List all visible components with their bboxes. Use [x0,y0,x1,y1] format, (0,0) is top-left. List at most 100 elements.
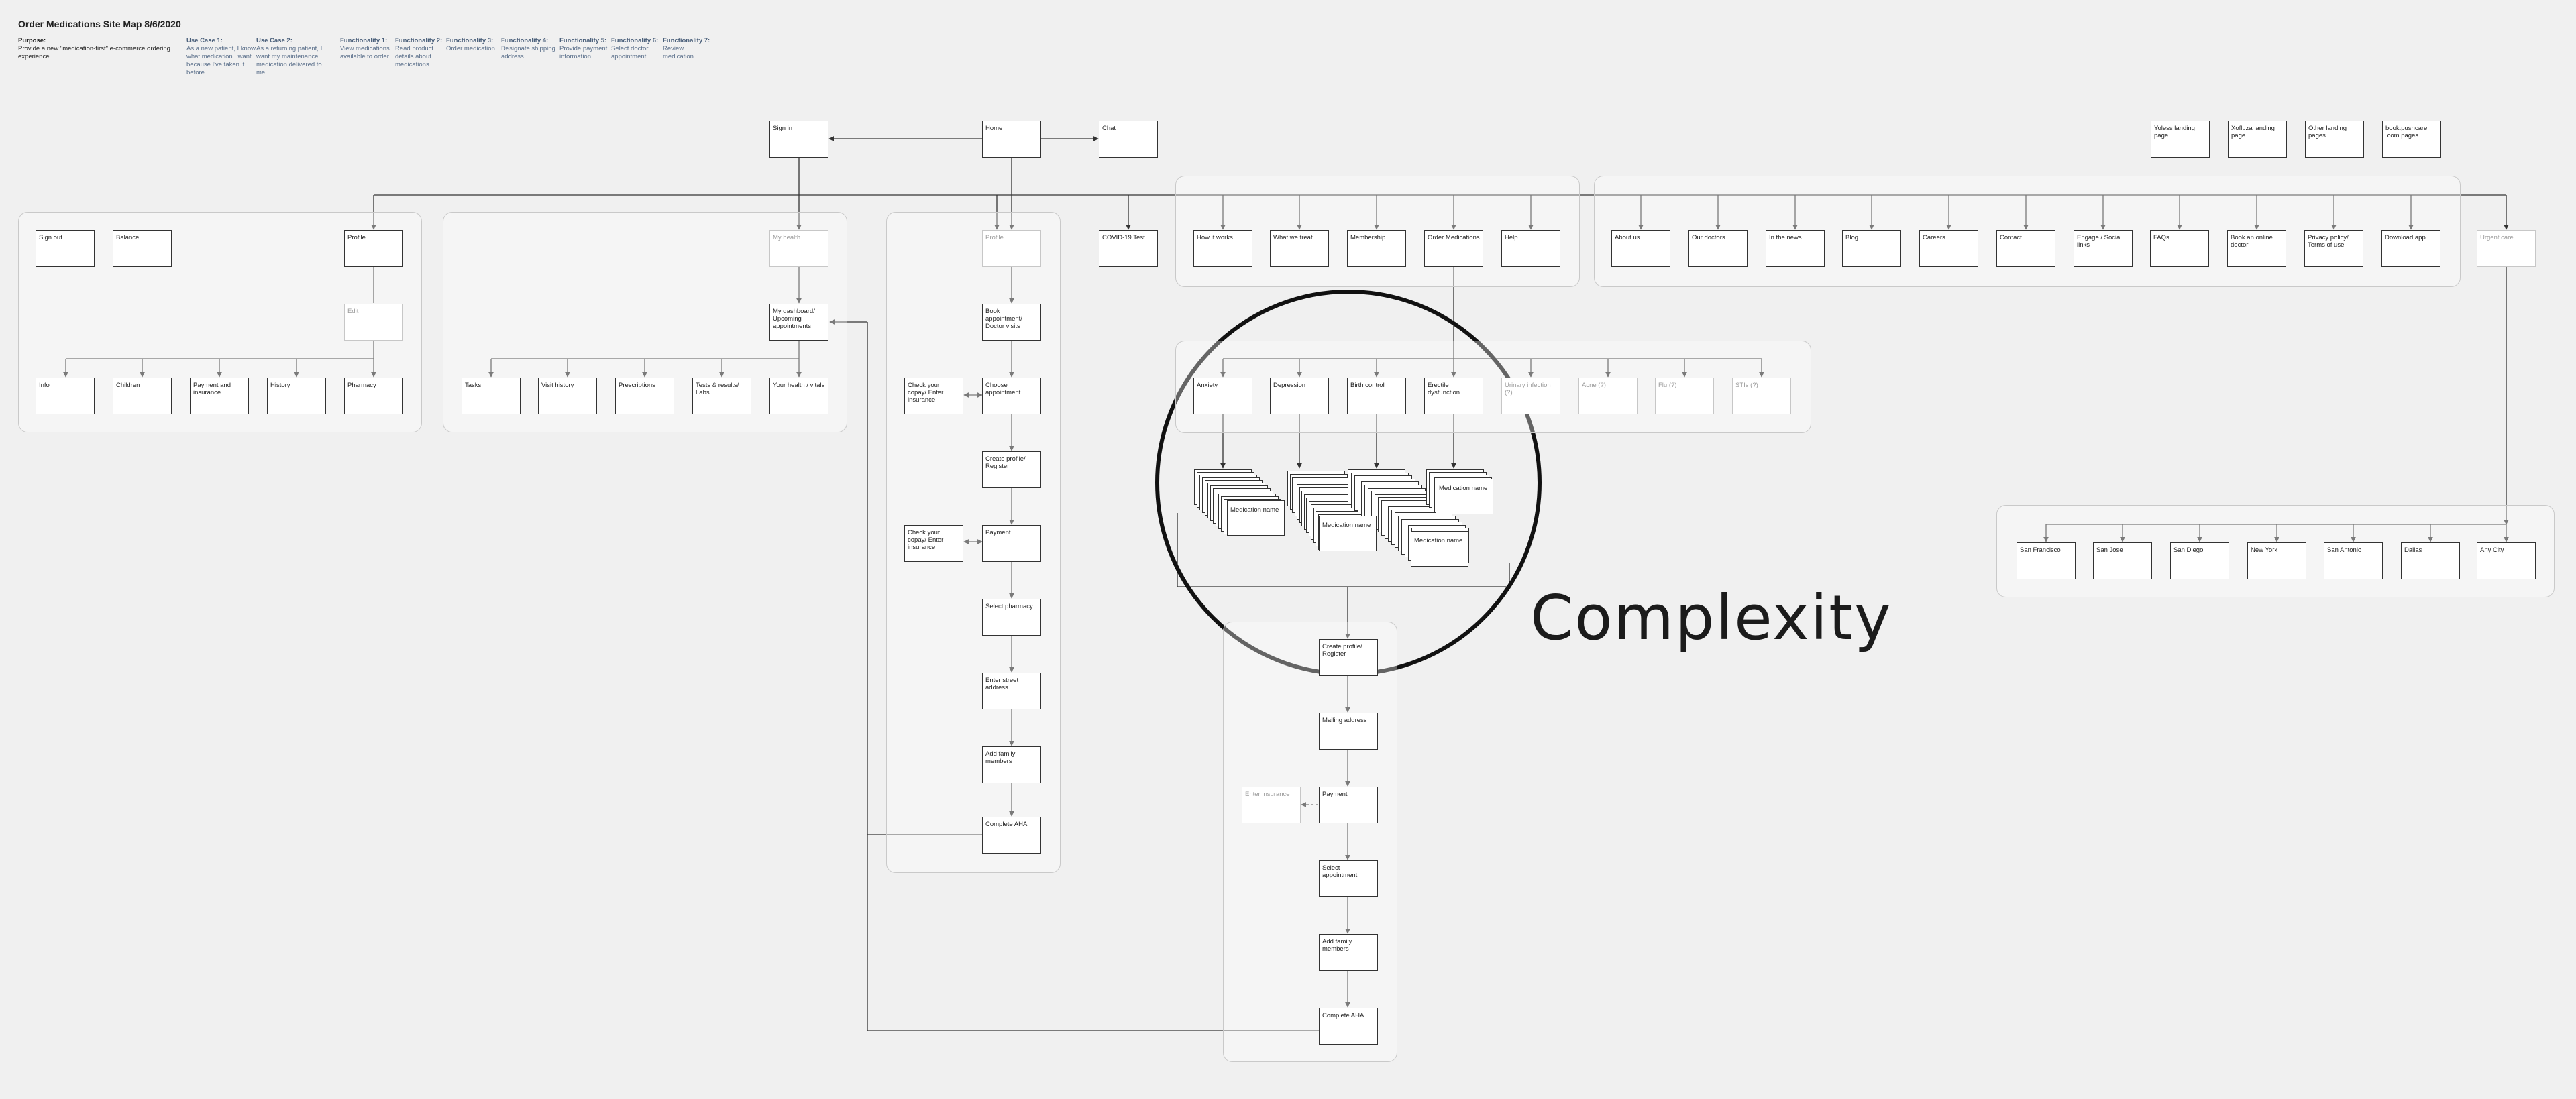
node-info[interactable]: Info [36,378,95,414]
page-title: Order Medications Site Map 8/6/2020 [18,19,181,30]
node-faqs[interactable]: FAQs [2150,230,2209,267]
node-yoless-landing[interactable]: Yoless landing page [2151,121,2210,158]
node-tests-results[interactable]: Tests & results/ Labs [692,378,751,414]
use-case-2: Use Case 2:As a returning patient, I wan… [256,37,327,77]
node-book-pushcare[interactable]: book.pushcare .com pages [2382,121,2441,158]
node-children[interactable]: Children [113,378,172,414]
node-medication-name-3[interactable]: Medication name [1411,531,1468,567]
node-select-appointment[interactable]: Select appointment [1319,860,1378,897]
node-in-the-news[interactable]: In the news [1766,230,1825,267]
node-visit-history[interactable]: Visit history [538,378,597,414]
node-sign-out[interactable]: Sign out [36,230,95,267]
node-medication-name-4[interactable]: Medication name [1436,479,1493,514]
node-balance[interactable]: Balance [113,230,172,267]
node-medication-name-2[interactable]: Medication name [1319,516,1377,551]
use-case-2-label: Use Case 2: [256,37,292,44]
node-create-profile-1[interactable]: Create profile/ Register [982,451,1041,488]
node-book-online-doctor[interactable]: Book an online doctor [2227,230,2286,267]
node-privacy-terms[interactable]: Privacy policy/ Terms of use [2304,230,2363,267]
functionality-1-label: Functionality 1: [340,37,388,44]
node-help[interactable]: Help [1501,230,1560,267]
node-urgent-care[interactable]: Urgent care [2477,230,2536,267]
functionality-6: Functionality 6:Select doctor appointmen… [611,37,659,61]
node-mailing-address[interactable]: Mailing address [1319,713,1378,750]
node-anxiety[interactable]: Anxiety [1193,378,1252,414]
node-profile-account[interactable]: Profile [344,230,403,267]
functionality-2-label: Functionality 2: [395,37,443,44]
purpose-block: Purpose: Provide a new "medication-first… [18,37,172,61]
node-careers[interactable]: Careers [1919,230,1978,267]
node-birth-control[interactable]: Birth control [1347,378,1406,414]
node-edit[interactable]: Edit [344,304,403,341]
node-about-us[interactable]: About us [1611,230,1670,267]
node-blog[interactable]: Blog [1842,230,1901,267]
functionality-2-text: Read product details about medications [395,45,434,68]
node-san-francisco[interactable]: San Francisco [2017,542,2076,579]
node-membership[interactable]: Membership [1347,230,1406,267]
node-choose-appointment[interactable]: Choose appointment [982,378,1041,414]
node-create-profile-2[interactable]: Create profile/ Register [1319,639,1378,676]
node-my-dashboard[interactable]: My dashboard/ Upcoming appointments [769,304,828,341]
node-medication-name-1[interactable]: Medication name [1227,500,1285,536]
node-prescriptions[interactable]: Prescriptions [615,378,674,414]
node-street-address[interactable]: Enter street address [982,673,1041,709]
order-flow-group [1223,622,1397,1062]
node-xofluza-landing[interactable]: Xofluza landing page [2228,121,2287,158]
functionality-6-text: Select doctor appointment [611,45,649,60]
node-depression[interactable]: Depression [1270,378,1329,414]
node-engage-social[interactable]: Engage / Social links [2074,230,2133,267]
node-download-app[interactable]: Download app [2381,230,2440,267]
node-dallas[interactable]: Dallas [2401,542,2460,579]
node-how-it-works[interactable]: How it works [1193,230,1252,267]
node-your-health[interactable]: Your health / vitals [769,378,828,414]
functionality-4-label: Functionality 4: [501,37,549,44]
node-check-copay-2[interactable]: Check your copay/ Enter insurance [904,525,963,562]
node-what-we-treat[interactable]: What we treat [1270,230,1329,267]
use-case-1: Use Case 1:As a new patient, I know what… [186,37,257,77]
functionality-7-text: Review medication [663,45,694,60]
node-covid-test[interactable]: COVID-19 Test [1099,230,1158,267]
node-home[interactable]: Home [982,121,1041,158]
functionality-3-text: Order medication [446,45,495,52]
functionality-7-label: Functionality 7: [663,37,710,44]
functionality-3-label: Functionality 3: [446,37,494,44]
node-complete-aha-1[interactable]: Complete AHA [982,817,1041,854]
functionality-4-text: Designate shipping address [501,45,555,60]
node-our-doctors[interactable]: Our doctors [1688,230,1748,267]
node-pharmacy[interactable]: Pharmacy [344,378,403,414]
node-contact[interactable]: Contact [1996,230,2055,267]
node-urinary-infection[interactable]: Urinary infection (?) [1501,378,1560,414]
node-payment-2[interactable]: Payment [1319,787,1378,823]
node-erectile-dysfunction[interactable]: Erectile dysfunction [1424,378,1483,414]
node-payment-insurance[interactable]: Payment and insurance [190,378,249,414]
use-case-1-text: As a new patient, I know what medication… [186,45,256,76]
node-order-medications[interactable]: Order Medications [1424,230,1483,267]
node-chat[interactable]: Chat [1099,121,1158,158]
node-san-jose[interactable]: San Jose [2093,542,2152,579]
node-any-city[interactable]: Any City [2477,542,2536,579]
node-check-copay-1[interactable]: Check your copay/ Enter insurance [904,378,963,414]
node-book-appointment[interactable]: Book appointment/ Doctor visits [982,304,1041,341]
node-complete-aha-2[interactable]: Complete AHA [1319,1008,1378,1045]
node-profile-booking[interactable]: Profile [982,230,1041,267]
node-tasks[interactable]: Tasks [462,378,521,414]
node-history[interactable]: History [267,378,326,414]
node-family-members-2[interactable]: Add family members [1319,934,1378,971]
node-acne[interactable]: Acne (?) [1578,378,1638,414]
node-san-antonio[interactable]: San Antonio [2324,542,2383,579]
node-payment-1[interactable]: Payment [982,525,1041,562]
node-sign-in[interactable]: Sign in [769,121,828,158]
node-family-members-1[interactable]: Add family members [982,746,1041,783]
node-other-landing[interactable]: Other landing pages [2305,121,2364,158]
node-my-health[interactable]: My health [769,230,828,267]
node-stis[interactable]: STIs (?) [1732,378,1791,414]
functionality-1: Functionality 1:View medications availab… [340,37,392,61]
purpose-label: Purpose: [18,37,46,44]
node-enter-insurance[interactable]: Enter insurance [1242,787,1301,823]
node-san-diego[interactable]: San Diego [2170,542,2229,579]
node-select-pharmacy[interactable]: Select pharmacy [982,599,1041,636]
functionality-7: Functionality 7:Review medication [663,37,711,61]
use-case-1-label: Use Case 1: [186,37,223,44]
node-flu[interactable]: Flu (?) [1655,378,1714,414]
node-new-york[interactable]: New York [2247,542,2306,579]
